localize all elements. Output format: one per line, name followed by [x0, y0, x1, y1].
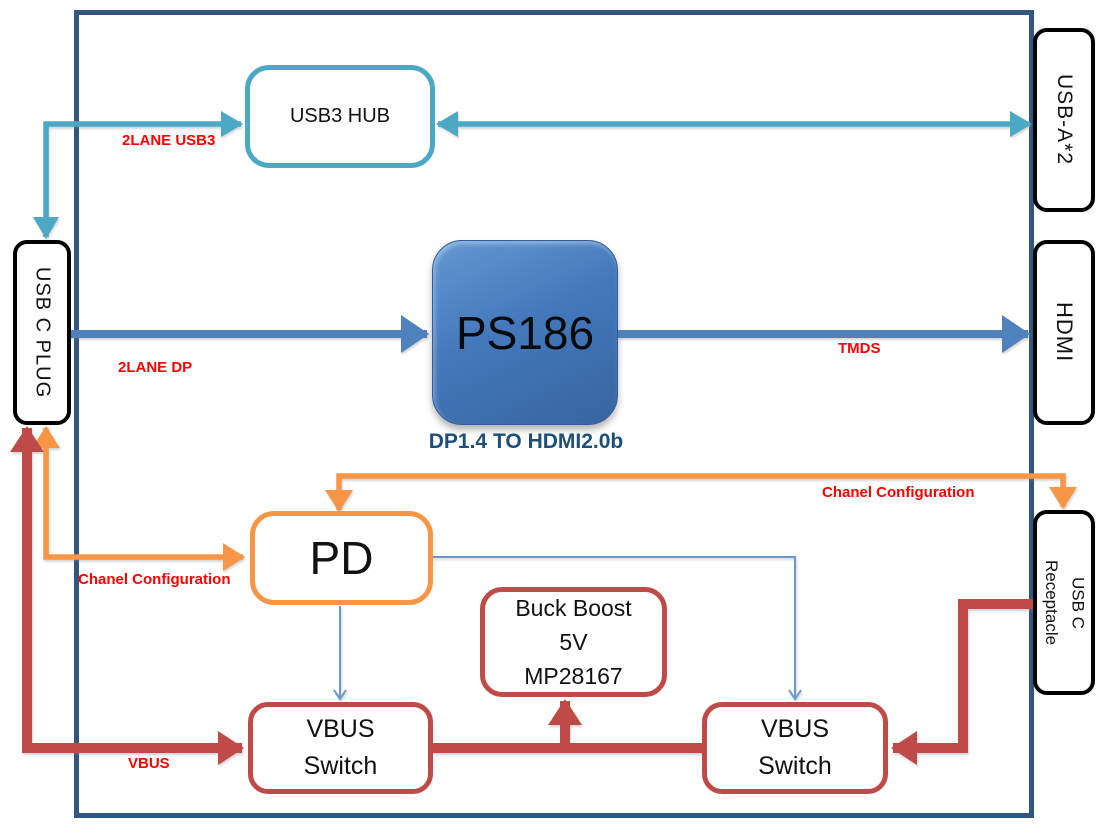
cc-link-pd-receptacle	[325, 473, 1077, 512]
usb-c-receptacle-label: USB C Receptacle	[1038, 560, 1091, 645]
usb-c-receptacle-line2: Receptacle	[1042, 559, 1061, 646]
usb-c-receptacle-box: USB C Receptacle	[1033, 510, 1095, 695]
usb-c-plug-label: USB C PLUG	[31, 266, 54, 399]
cc-link-plug-pd	[32, 426, 245, 571]
buck-boost-line2: 5V	[559, 629, 588, 655]
buck-boost-line3: MP28167	[524, 663, 623, 689]
usb-a-x2-label: USB-A*2	[1053, 74, 1076, 166]
buck-boost-box: Buck Boost 5V MP28167	[480, 587, 667, 697]
usb3-hub-label: USB3 HUB	[289, 105, 391, 127]
usb-c-plug-box: USB C PLUG	[13, 240, 71, 425]
buck-boost-line1: Buck Boost	[515, 595, 632, 621]
pd-control-right-switch	[432, 556, 802, 701]
usb3-link-plug-hub	[33, 111, 243, 239]
vbus-switch-right-line1: VBUS	[760, 715, 830, 743]
label-tmds: TMDS	[838, 340, 881, 357]
pd-controller-box: PD	[250, 511, 433, 605]
board-outline	[74, 10, 1034, 818]
usb-a-x2-box: USB-A*2	[1033, 28, 1095, 212]
label-2lane-dp: 2LANE DP	[118, 359, 193, 376]
vbus-switch-left-line2: Switch	[303, 752, 378, 780]
vbus-link-plug-switch	[10, 426, 244, 765]
vbus-switch-left-label: VBUS Switch	[304, 711, 378, 785]
vbus-switch-left-box: VBUS Switch	[248, 702, 433, 794]
vbus-switch-right-label: VBUS Switch	[758, 711, 832, 785]
pd-label: PD	[309, 532, 374, 584]
ps186-label: PS186	[455, 306, 595, 359]
usb3-hub-box: USB3 HUB	[245, 65, 435, 168]
vbus-link-receptacle-switch	[891, 599, 1034, 765]
usb-c-receptacle-line1: USB C	[1068, 576, 1088, 629]
ps186-chip-box: PS186	[432, 240, 618, 425]
vbus-switch-left-line1: VBUS	[306, 715, 375, 743]
buck-boost-label: Buck Boost 5V MP28167	[515, 591, 631, 693]
label-2lane-usb3: 2LANE USB3	[122, 132, 216, 149]
hdmi-label: HDMI	[1052, 302, 1077, 363]
hdmi-box: HDMI	[1033, 240, 1095, 425]
label-chanel-configuration-left: Chanel Configuration	[78, 571, 231, 588]
label-chanel-configuration-right: Chanel Configuration	[822, 484, 975, 501]
ps186-caption: DP1.4 TO HDMI2.0b	[428, 430, 624, 453]
vbus-switch-right-box: VBUS Switch	[702, 702, 888, 794]
vbus-switch-right-line2: Switch	[758, 752, 832, 780]
label-vbus: VBUS	[128, 755, 170, 772]
